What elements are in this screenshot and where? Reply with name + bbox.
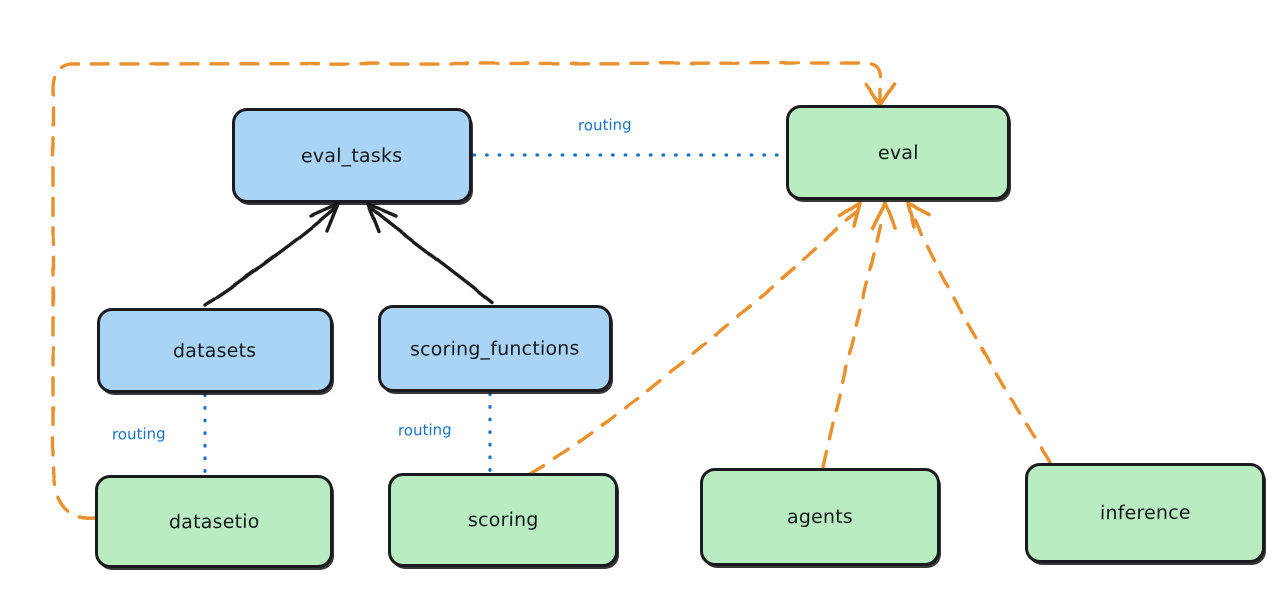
- node-label: datasets: [173, 339, 257, 362]
- node-label: agents: [786, 505, 854, 529]
- edge-label-routing-top: routing: [577, 115, 632, 135]
- node-inference[interactable]: inference: [1025, 463, 1265, 563]
- edge-datasetio-eval: [51, 61, 896, 520]
- node-scoring-functions[interactable]: scoring_functions: [378, 305, 612, 392]
- node-scoring[interactable]: scoring: [388, 473, 618, 567]
- node-label: eval: [877, 141, 919, 164]
- node-label: scoring_functions: [410, 336, 580, 361]
- node-label: scoring: [467, 508, 539, 532]
- node-agents[interactable]: agents: [700, 468, 940, 566]
- node-eval-tasks[interactable]: eval_tasks: [232, 108, 472, 203]
- edge-datasets-evaltasks: [203, 202, 340, 307]
- edge-label-routing-middle: routing: [397, 420, 452, 440]
- edge-scoringfunctions-evaltasks: [366, 202, 494, 304]
- node-eval[interactable]: eval: [786, 105, 1010, 200]
- node-datasets[interactable]: datasets: [97, 308, 333, 393]
- edge-agents-eval: [821, 201, 897, 469]
- edge-label-routing-left: routing: [111, 424, 166, 444]
- node-datasetio[interactable]: datasetio: [95, 475, 333, 568]
- node-label: inference: [1099, 501, 1191, 525]
- node-label: eval_tasks: [301, 144, 403, 167]
- edge-inference-eval: [906, 201, 1052, 464]
- node-label: datasetio: [168, 510, 260, 533]
